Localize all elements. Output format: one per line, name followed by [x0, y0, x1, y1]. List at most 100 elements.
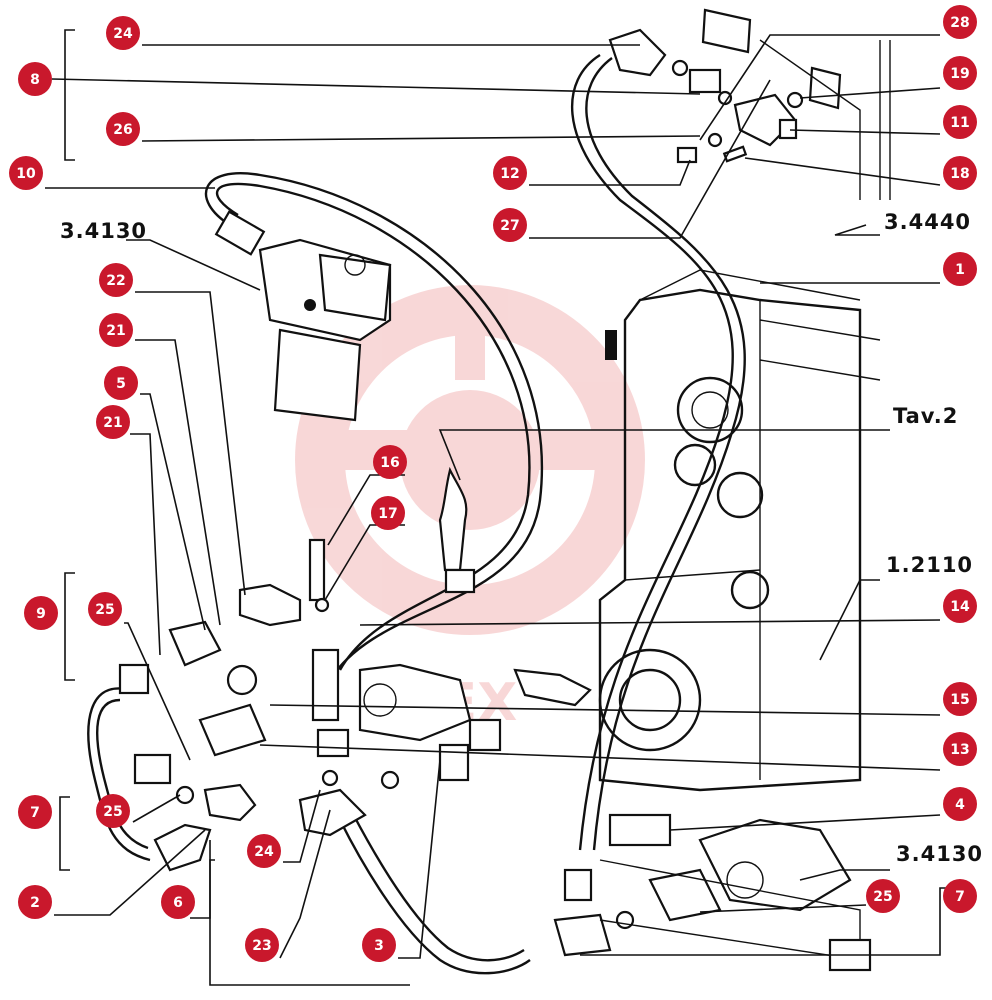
callout-marker: [88, 592, 122, 626]
callout-marker: [943, 5, 977, 39]
callout-marker: [96, 794, 130, 828]
callout-12: 12: [493, 156, 527, 190]
callout-number: 3: [374, 938, 384, 954]
reference-label: 3.4130: [896, 842, 983, 866]
callout-marker: [104, 366, 138, 400]
callout-3: 3: [362, 928, 396, 962]
callout-marker: [943, 589, 977, 623]
callout-number: 23: [252, 938, 271, 954]
callout-marker: [245, 928, 279, 962]
callout-6: 6: [161, 885, 195, 919]
callout-number: 1: [955, 262, 965, 278]
top-fittings: [608, 28, 804, 164]
callout-marker: [373, 445, 407, 479]
callout-number: 15: [950, 692, 969, 708]
callout-marker: [18, 885, 52, 919]
callout-marker: [943, 56, 977, 90]
callout-9: 9: [24, 596, 58, 630]
callout-marker: [106, 112, 140, 146]
callout-25: 25: [96, 794, 130, 828]
callout-number: 12: [500, 166, 519, 182]
callout-marker: [493, 208, 527, 242]
callout-24: 24: [247, 834, 281, 868]
callout-2: 2: [18, 885, 52, 919]
callout-number: 7: [955, 889, 965, 905]
callout-number: 11: [950, 115, 969, 131]
callout-number: 4: [955, 797, 965, 813]
fittings: [118, 466, 872, 972]
callout-number: 28: [950, 15, 969, 31]
callout-marker: [106, 16, 140, 50]
callout-marker: [96, 405, 130, 439]
callout-21: 21: [96, 405, 130, 439]
callout-marker: [99, 263, 133, 297]
callout-13: 13: [943, 732, 977, 766]
callout-marker: [247, 834, 281, 868]
hydraulic-pump: [214, 210, 392, 422]
callout-18: 18: [943, 156, 977, 190]
reference-label: 3.4130: [60, 219, 147, 243]
callout-number: 19: [950, 66, 969, 82]
callout-marker: [943, 105, 977, 139]
top-bracket: [701, 8, 891, 200]
callout-8: 8: [18, 62, 52, 96]
callout-25: 25: [866, 879, 900, 913]
callout-marker: [362, 928, 396, 962]
callout-number: 25: [873, 889, 892, 905]
callout-25: 25: [88, 592, 122, 626]
callout-number: 25: [103, 804, 122, 820]
callout-marker: [943, 156, 977, 190]
callout-number: 26: [113, 122, 132, 138]
callout-marker: [943, 682, 977, 716]
callout-number: 2: [30, 895, 40, 911]
callout-marker: [9, 156, 43, 190]
callout-number: 13: [950, 742, 969, 758]
callout-5: 5: [104, 366, 138, 400]
callout-marker: [18, 795, 52, 829]
callout-16: 16: [373, 445, 407, 479]
group-brackets: [59, 29, 410, 986]
callout-marker: [371, 496, 405, 530]
callout-number: 9: [36, 606, 46, 622]
callout-number: 25: [95, 602, 114, 618]
callout-marker: [24, 596, 58, 630]
reference-label: 3.4440: [884, 210, 971, 234]
callout-number: 24: [254, 844, 274, 860]
callout-number: 16: [380, 455, 399, 471]
callout-15: 15: [943, 682, 977, 716]
callout-21: 21: [99, 313, 133, 347]
reference-label: Tav.2: [893, 404, 958, 428]
callout-number: 6: [173, 895, 183, 911]
callout-number: 5: [116, 376, 126, 392]
reference-label: 1.2110: [886, 553, 973, 577]
callout-23: 23: [245, 928, 279, 962]
callout-number: 22: [106, 273, 125, 289]
callout-number: 14: [950, 599, 970, 615]
leader-lines: [45, 34, 948, 959]
callout-marker: [99, 313, 133, 347]
callout-number: 27: [500, 218, 519, 234]
callout-number: 17: [378, 506, 397, 522]
callout-1: 1: [943, 252, 977, 286]
callout-7: 7: [18, 795, 52, 829]
callout-11: 11: [943, 105, 977, 139]
callout-marker: [18, 62, 52, 96]
callout-27: 27: [493, 208, 527, 242]
machine-housing: [598, 269, 881, 792]
callout-marker: [161, 885, 195, 919]
callout-marker: [943, 252, 977, 286]
callout-marker: [943, 879, 977, 913]
callout-number: 7: [30, 805, 40, 821]
callout-number: 21: [103, 415, 122, 431]
callout-26: 26: [106, 112, 140, 146]
callout-number: 21: [106, 323, 125, 339]
callout-28: 28: [943, 5, 977, 39]
callout-number: 24: [113, 26, 133, 42]
callout-24: 24: [106, 16, 140, 50]
callout-marker: [943, 732, 977, 766]
callout-14: 14: [943, 589, 977, 623]
callout-marker: [866, 879, 900, 913]
callout-number: 8: [30, 72, 40, 88]
